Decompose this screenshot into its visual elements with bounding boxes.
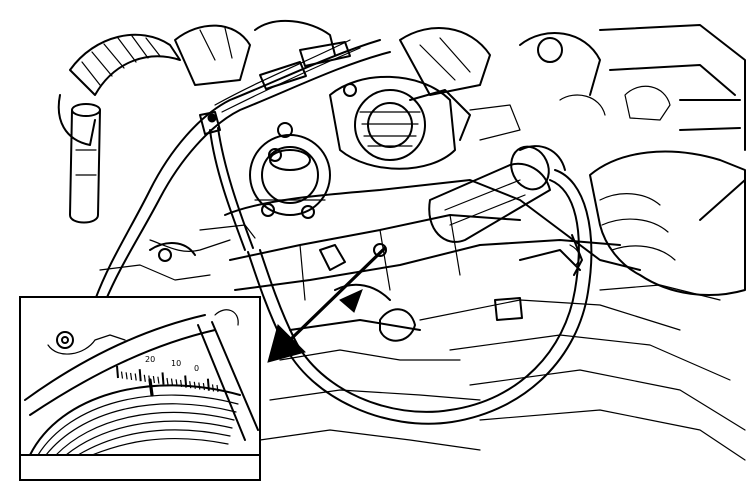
- timing-mark-inset: 20 10 0: [19, 296, 261, 481]
- timing-light: [428, 145, 566, 243]
- scale-tick: [211, 384, 215, 392]
- engine-bay: [57, 19, 746, 461]
- scale-tick: [125, 372, 128, 380]
- scale-tick: [161, 372, 165, 385]
- alternator-assembly: [268, 75, 521, 170]
- pulley-notch-mark: [148, 378, 154, 397]
- scale-tick: [184, 375, 188, 388]
- inset-frame: [19, 296, 261, 481]
- scale-tick: [157, 376, 160, 384]
- scale-tick: [206, 378, 210, 391]
- inset-clip: [214, 309, 239, 326]
- scale-tick: [175, 379, 178, 387]
- scale-tick: [138, 369, 142, 382]
- scale-tick: [166, 377, 169, 386]
- air-intake-hose: [57, 33, 181, 146]
- scale-label-20: 20: [145, 355, 155, 364]
- timing-scale: [116, 365, 219, 393]
- timing-cover-edge: [24, 314, 206, 401]
- scale-tick: [198, 382, 201, 390]
- upper-components: [174, 19, 746, 151]
- technician-hand: [589, 150, 746, 296]
- scale-tick: [134, 373, 137, 381]
- scale-tick: [193, 381, 196, 389]
- scale-label-0: 0: [194, 364, 199, 373]
- scale-tick: [180, 379, 183, 387]
- radiator-hose: [69, 103, 101, 224]
- inset-bolt: [47, 331, 126, 355]
- scale-tick: [152, 376, 155, 384]
- throttle-body-cap: [249, 134, 331, 219]
- scale-tick: [189, 381, 192, 389]
- scale-tick: [143, 374, 146, 382]
- scale-label-10: 10: [171, 359, 181, 368]
- scale-tick: [216, 384, 219, 393]
- scale-tick: [120, 371, 124, 379]
- scale-tick: [130, 372, 133, 380]
- scale-tick: [170, 378, 174, 386]
- wire-harness: [94, 39, 391, 303]
- scale-tick: [202, 383, 205, 391]
- cover-tab-left: [197, 324, 246, 441]
- crank-pulley-arcs: [29, 384, 241, 456]
- scale-tick: [116, 365, 119, 379]
- pointer-arrow: [267, 246, 387, 363]
